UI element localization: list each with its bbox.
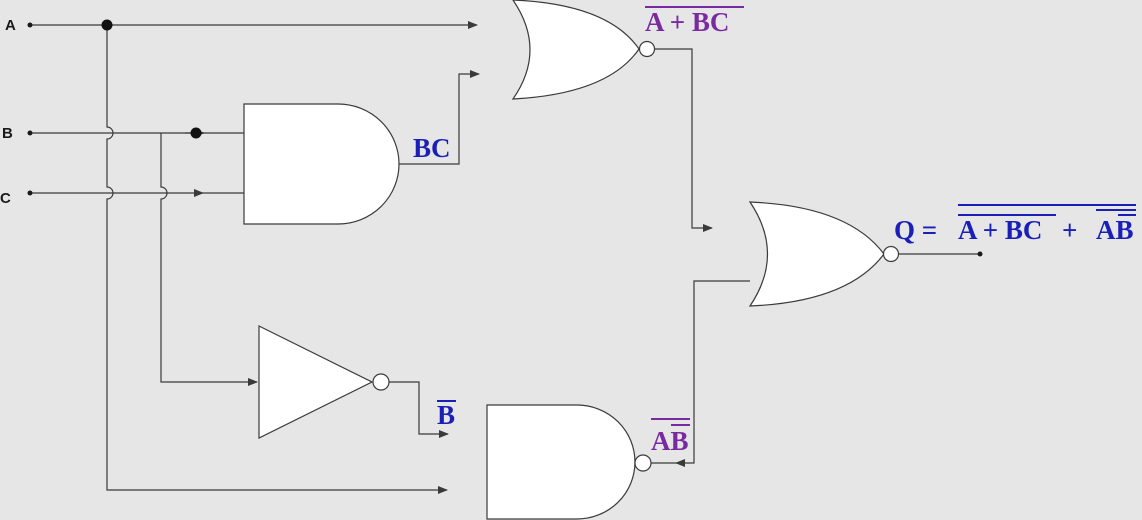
nand-gate	[486, 404, 636, 520]
nor-gate-1	[511, 0, 640, 100]
and-gate	[243, 103, 400, 225]
wire-nor1-to-or2	[655, 48, 713, 232]
ab-bar-label: AB	[651, 426, 689, 456]
input-a-terminal	[27, 22, 33, 28]
input-c-label: C	[0, 190, 11, 207]
q-expr-part2: AB	[1096, 215, 1134, 245]
bc-label: BC	[413, 133, 451, 163]
wire-bc-to-or1	[399, 70, 480, 165]
input-b-label: B	[2, 125, 13, 142]
output-q-terminal	[977, 251, 983, 257]
not-gate-bubble	[372, 373, 390, 391]
junction-b	[190, 127, 202, 139]
input-a-label: A	[5, 17, 16, 34]
a-plus-bc-label: A + BC	[645, 7, 729, 37]
q-expr-part1: A + BC	[958, 215, 1042, 245]
not-gate	[258, 325, 374, 439]
input-c-terminal	[27, 190, 33, 196]
wire-not-to-nand	[389, 381, 449, 438]
junction-a	[101, 19, 113, 31]
nand-gate-bubble	[634, 454, 652, 472]
b-bar-label: B	[437, 400, 455, 430]
input-b-terminal	[27, 130, 33, 136]
nor-gate-2-bubble	[882, 245, 900, 263]
wire-nand-to-or2	[675, 280, 750, 467]
wire-a-vertical	[106, 25, 448, 494]
q-label: Q =	[894, 215, 937, 245]
nor-gate-1-bubble	[638, 40, 656, 58]
wire-b-branch-to-not	[160, 133, 258, 386]
q-expr-plus: +	[1062, 215, 1077, 245]
nor-gate-2	[748, 201, 885, 307]
